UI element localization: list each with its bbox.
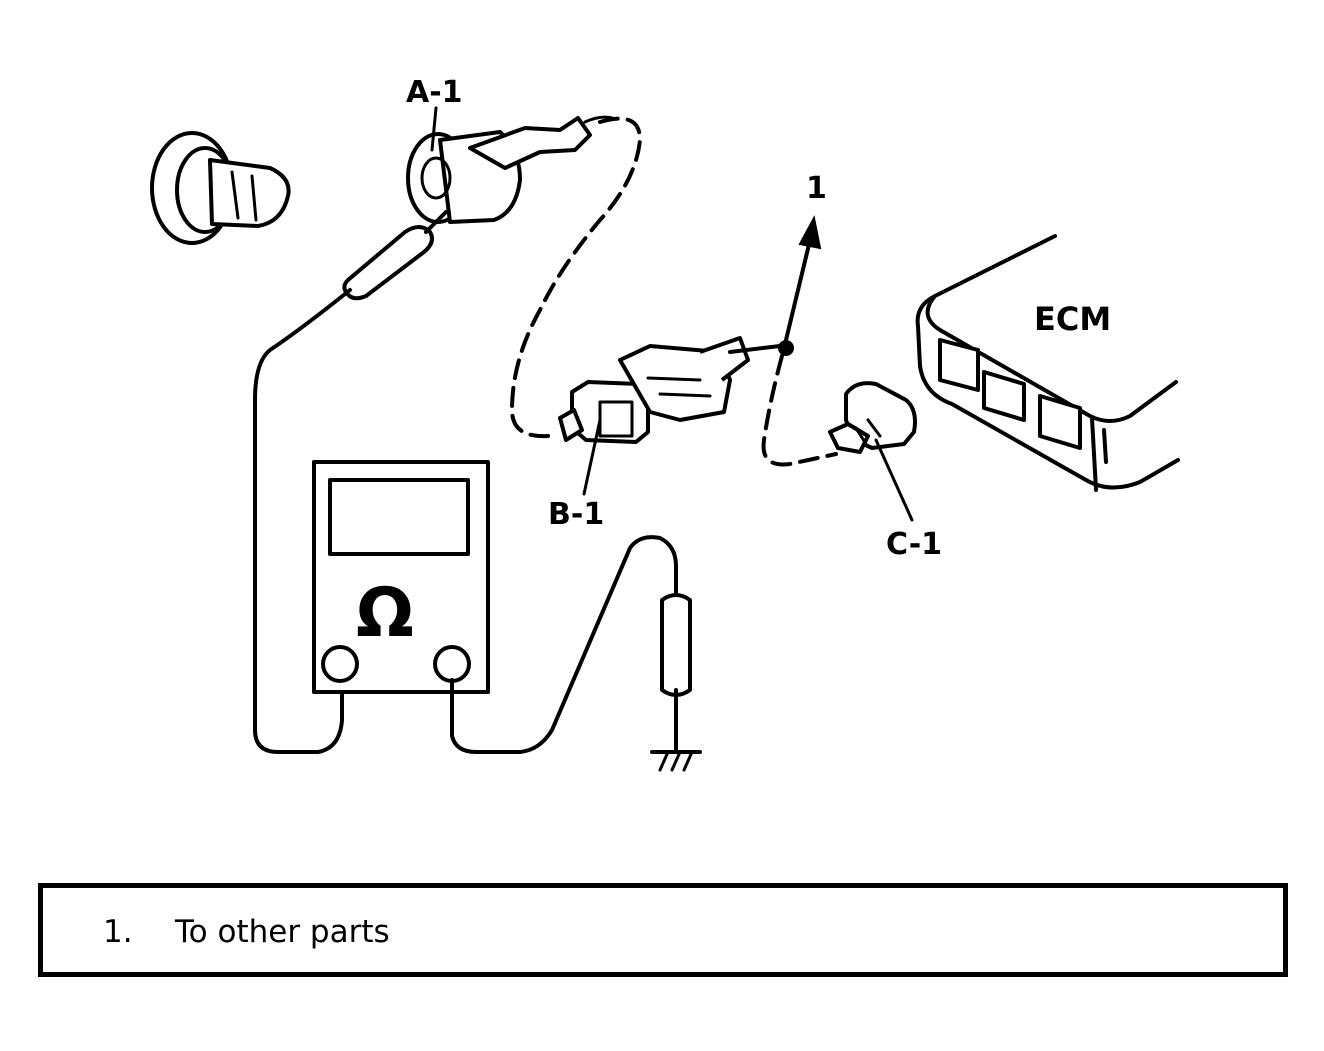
bulb-socket bbox=[150, 131, 291, 245]
wiring-check-diagram: A-1 B-1 C-1 1 ECM Ω bbox=[150, 75, 1180, 772]
label-ecm: ECM bbox=[1034, 300, 1111, 338]
dashed-wire-a1-b1 bbox=[509, 116, 643, 439]
connector-c1 bbox=[828, 381, 917, 454]
leader-c1 bbox=[874, 438, 914, 522]
ohmmeter bbox=[312, 460, 490, 694]
splice-and-callout-arrow bbox=[761, 215, 838, 467]
label-c1: C-1 bbox=[886, 527, 942, 562]
leader-b1 bbox=[582, 418, 602, 496]
label-b1: B-1 bbox=[548, 497, 604, 532]
probe-ground bbox=[450, 535, 702, 772]
ecm-unit bbox=[915, 234, 1180, 492]
legend-item-text: To other parts bbox=[175, 914, 390, 950]
connector-b1 bbox=[558, 336, 782, 444]
label-callout-1: 1 bbox=[806, 171, 827, 206]
legend-item-number: 1. bbox=[103, 914, 133, 950]
probe-a1 bbox=[253, 210, 448, 754]
label-a1: A-1 bbox=[406, 75, 463, 110]
ohm-symbol: Ω bbox=[356, 574, 414, 653]
sensor-a1 bbox=[406, 115, 614, 224]
leader-a1 bbox=[430, 106, 438, 152]
legend-box: 1. To other parts bbox=[38, 883, 1288, 977]
